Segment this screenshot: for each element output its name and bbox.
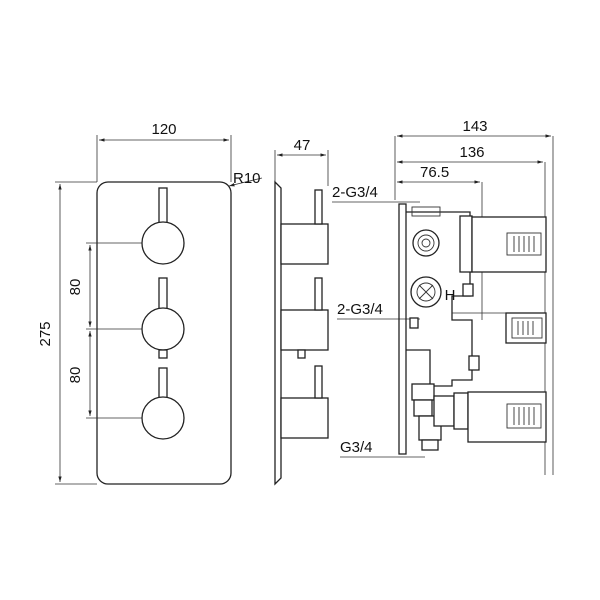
lower-knob: [141, 367, 185, 440]
upper-cartridge: [471, 216, 547, 273]
front-plate: [96, 181, 232, 485]
rear-wall-plate: [398, 203, 407, 455]
lower-cartridge: [467, 391, 547, 443]
inlet-label: G3/4: [340, 439, 373, 456]
rear-view: 143 136 76.5 2-G3/4 2-G3/4 G3/4: [332, 118, 554, 475]
middle-knob: [141, 277, 185, 359]
side-middle-handle: [280, 277, 329, 359]
radius-leader: [228, 177, 263, 187]
inlet-fitting: [411, 383, 469, 451]
middle-outlet-label: 2-G3/4: [337, 301, 383, 318]
upper-outlet-label: 2-G3/4: [332, 184, 378, 201]
height-label: 275: [37, 321, 54, 346]
side-plate: [274, 180, 282, 486]
upper-port: [412, 215, 473, 273]
middle-port: [409, 276, 442, 329]
lower-spacing-label: 80: [67, 367, 84, 384]
upper-knob: [141, 187, 185, 265]
valve-body: [406, 211, 473, 387]
middle-cartridge: [505, 312, 547, 344]
hot-marker: H: [445, 287, 456, 304]
side-lower-handle: [280, 365, 329, 439]
body-depth-label: 136: [459, 144, 484, 161]
side-view: 47: [274, 137, 329, 486]
depth-label: 47: [294, 137, 311, 154]
upper-spacing-label: 80: [67, 279, 84, 296]
side-upper-handle: [280, 189, 329, 265]
front-view: 120 R10 275 80 80: [37, 121, 263, 485]
outlet-offset-label: 76.5: [420, 164, 449, 181]
radius-label: R10: [233, 170, 261, 187]
width-label: 120: [151, 121, 176, 138]
overall-depth-label: 143: [462, 118, 487, 135]
